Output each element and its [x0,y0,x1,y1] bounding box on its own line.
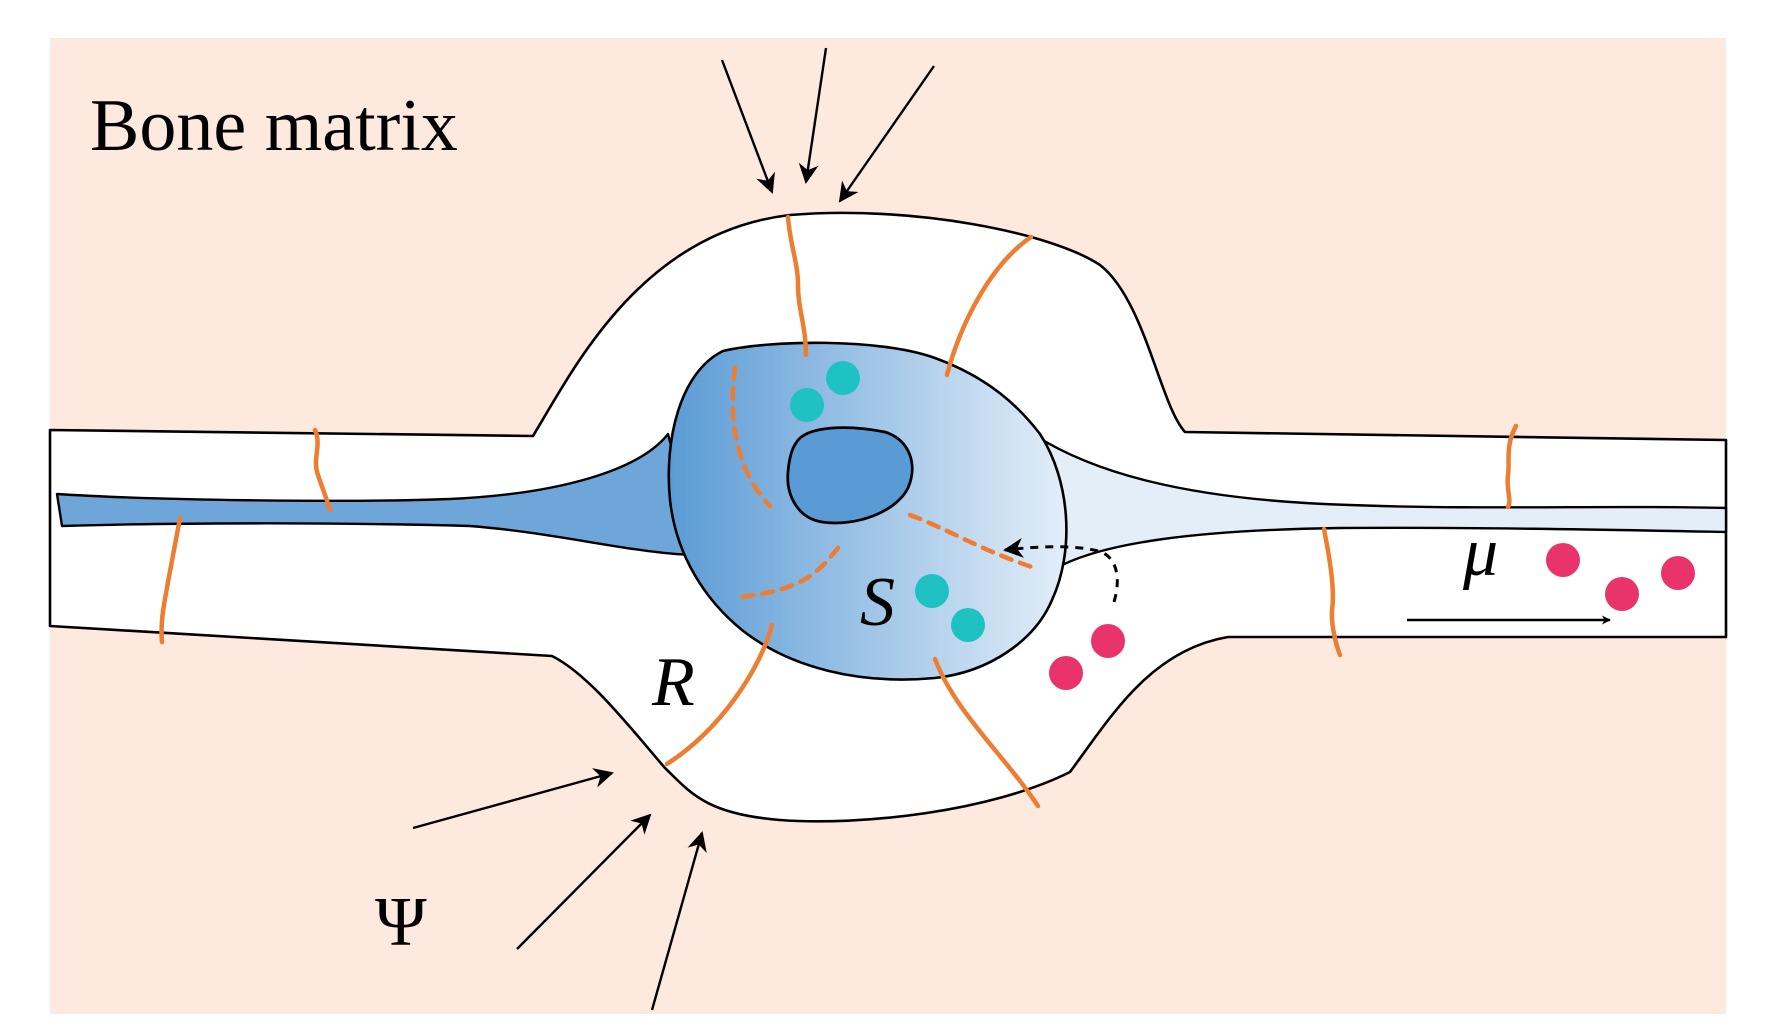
load-arrow [516,813,652,950]
surface-particle [790,388,824,422]
load-arrows-top [720,47,935,203]
released-particle [1049,656,1083,690]
released-particle [1546,543,1580,577]
load-arrow [838,65,935,203]
cell-nucleus [786,426,914,525]
surface-particle [826,361,860,395]
load-arrow [720,59,775,194]
surface-particle [915,574,949,608]
fiber-bottom-right [932,656,1041,809]
surface-particles [790,361,985,642]
fiber-top-left [785,214,809,358]
fiber-canal-upper-right [1505,423,1519,510]
load-arrow [412,768,614,830]
intracellular-fibers [730,365,1038,600]
fiber-bottom-left [664,622,775,767]
right-dendrite [1034,434,1728,572]
released-particle [1091,624,1125,658]
released-particle [1661,556,1695,590]
fiber-canal-upper-left [312,427,333,513]
flow-label: μ [1462,514,1498,591]
released-particle [1605,577,1639,611]
load-arrow [650,831,707,1011]
surface-particle [951,608,985,642]
tethering-fibers [159,214,1519,809]
dashed-fiber-right [907,512,1038,571]
load-arrow [798,47,828,184]
fiber-canal-lower-left [159,515,183,645]
released-particles [1049,543,1695,690]
bone-matrix-label: Bone matrix [90,85,458,167]
dashed-fiber-upper [730,365,773,509]
surface-label: S [860,564,895,641]
load-arrows-bottom [412,768,707,1011]
dashed-fiber-lower [737,545,841,600]
radius-label: R [651,644,695,721]
uptake-arrow [1003,538,1119,603]
fiber-canal-lower-right [1321,526,1343,658]
fiber-top-right [944,234,1034,378]
stress-label: Ψ [375,884,427,961]
